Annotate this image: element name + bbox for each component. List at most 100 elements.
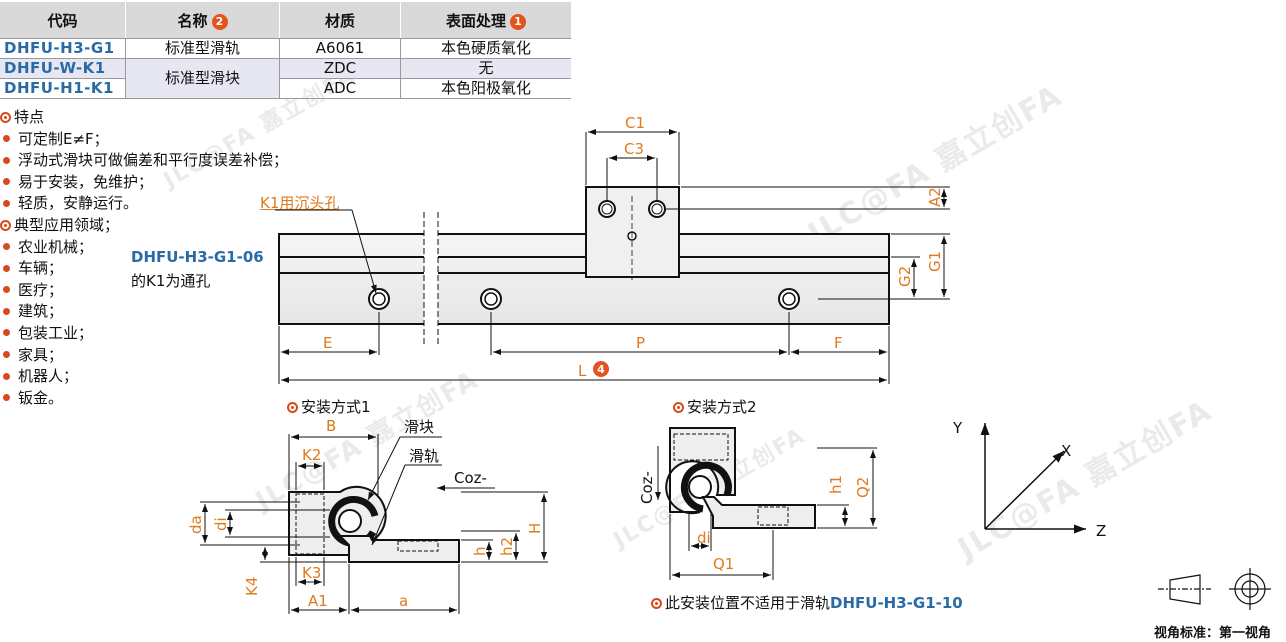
dim-a: a <box>399 592 408 610</box>
rail-holes <box>368 288 800 310</box>
features-list: 特点 可定制E≠F； 浮动式滑块可做偏差和平行度误差补偿； 易于安装，免维护； … <box>0 107 288 409</box>
cell-finish: 无 <box>400 58 571 79</box>
dim-k4: K4 <box>243 577 261 596</box>
bullet-dot-icon <box>3 286 10 294</box>
note-text: 的K1为通孔 <box>131 272 211 290</box>
list-item: 包装工业； <box>0 323 288 345</box>
note-code: DHFU-H3-G1-06 <box>131 248 264 266</box>
list-item: 钣金。 <box>0 388 288 410</box>
dim-k3: K3 <box>302 564 321 582</box>
cell-finish: 本色阳极氧化 <box>400 78 571 99</box>
axis-z: Z <box>1096 522 1106 540</box>
list-item: 家具； <box>0 345 288 367</box>
projection-label: 视角标准：第一视角 <box>1154 626 1272 641</box>
dim-h: h <box>471 546 489 556</box>
features-title: 特点 <box>0 107 288 129</box>
mount2-title: 安装方式2 <box>673 396 757 417</box>
bullet-dot-icon <box>3 135 10 143</box>
header-material: 材质 <box>279 2 401 39</box>
cell-finish: 本色硬质氧化 <box>400 38 571 59</box>
mount1-drawing <box>288 485 460 563</box>
dim-q2: Q2 <box>854 477 872 498</box>
list-item: 轻质，安静运行。 <box>0 193 288 215</box>
label-coz: Coz- <box>454 469 487 487</box>
list-item: 医疗； <box>0 280 288 302</box>
slider-block <box>585 186 680 280</box>
dim-h1: h1 <box>827 475 845 494</box>
axis-x: X <box>1061 442 1071 460</box>
header-code: 代码 <box>0 2 126 39</box>
bullet-dot-icon <box>3 264 10 272</box>
list-item: 浮动式滑块可做偏差和平行度误差补偿； <box>0 150 288 172</box>
cell-name: 标准型滑轨 <box>125 38 280 59</box>
dim-g2: G2 <box>896 266 914 287</box>
bullet-dot-icon <box>3 351 10 359</box>
cell-code: DHFU-H3-G1 <box>0 38 126 59</box>
bullet-dot-icon <box>3 394 10 402</box>
cell-name: 标准型滑块 <box>125 58 280 99</box>
table-row: DHFU-H3-G1 标准型滑轨 A6061 本色硬质氧化 <box>0 38 571 59</box>
bullet-dot-icon <box>3 243 10 251</box>
applications-title: 典型应用领域； <box>0 215 288 237</box>
dim-da: da <box>187 515 205 534</box>
dim-H: H <box>526 523 544 534</box>
dim-p: P <box>636 334 645 352</box>
dim-a2: A2 <box>926 187 944 207</box>
bullet-ring-icon <box>651 598 662 609</box>
cell-material: ADC <box>279 78 401 99</box>
bullet-dot-icon <box>3 178 10 186</box>
bullet-dot-icon <box>3 307 10 315</box>
badge-4-text: 4 <box>597 363 605 376</box>
dim-q1: Q1 <box>713 555 734 573</box>
list-item: 农业机械； <box>0 237 288 259</box>
dim-l: L <box>578 362 587 380</box>
list-item: 易于安装，免维护； <box>0 172 288 194</box>
bullet-ring-icon <box>0 219 11 231</box>
cell-material: A6061 <box>279 38 401 59</box>
bullet-dot-icon <box>3 199 10 207</box>
dim-h2: h2 <box>498 537 516 556</box>
mount1-title: 安装方式1 <box>287 396 371 417</box>
dim-di2: di <box>697 529 711 547</box>
label-coz2: Coz- <box>638 471 656 504</box>
bullet-ring-icon <box>0 112 11 123</box>
dim-c3: C3 <box>624 140 644 158</box>
label-slider: 滑块 <box>404 418 434 436</box>
bullet-dot-icon <box>3 372 10 380</box>
mount2-drawing <box>665 427 816 529</box>
projection-symbol-icon <box>1158 568 1271 610</box>
cell-code: DHFU-W-K1 <box>0 58 126 79</box>
dimension-lines <box>278 129 950 384</box>
badge-4 <box>593 361 609 377</box>
axis-y: Y <box>952 419 963 437</box>
bullet-ring-icon <box>673 402 684 413</box>
axis-triad <box>980 423 1086 534</box>
cell-material: ZDC <box>279 58 401 79</box>
dim-c1: C1 <box>625 114 645 132</box>
bullet-dot-icon <box>3 329 10 337</box>
label-rail: 滑轨 <box>409 447 439 465</box>
mount2-note: 此安装位置不适用于滑轨DHFU-H3-G1-10 <box>651 592 963 613</box>
dim-g1: G1 <box>926 251 944 272</box>
k1-label: K1用沉头孔 <box>260 194 340 212</box>
list-item: 车辆； <box>0 258 288 280</box>
table-row: DHFU-H1-K1 ADC 本色阳极氧化 <box>0 78 571 99</box>
bullet-ring-icon <box>287 402 298 413</box>
dim-di: di <box>212 517 230 531</box>
dim-f: F <box>834 334 843 352</box>
list-item: 机器人； <box>0 366 288 388</box>
bullet-dot-icon <box>3 156 10 164</box>
badge-1: 1 <box>510 13 526 30</box>
list-item: 可定制E≠F； <box>0 129 288 151</box>
badge-2: 2 <box>211 13 228 30</box>
dim-b: B <box>326 417 336 435</box>
list-item: 建筑； <box>0 301 288 323</box>
cell-code: DHFU-H1-K1 <box>0 78 126 99</box>
table-row: DHFU-W-K1 标准型滑块 ZDC 无 <box>0 58 571 99</box>
rail-body <box>278 212 890 345</box>
